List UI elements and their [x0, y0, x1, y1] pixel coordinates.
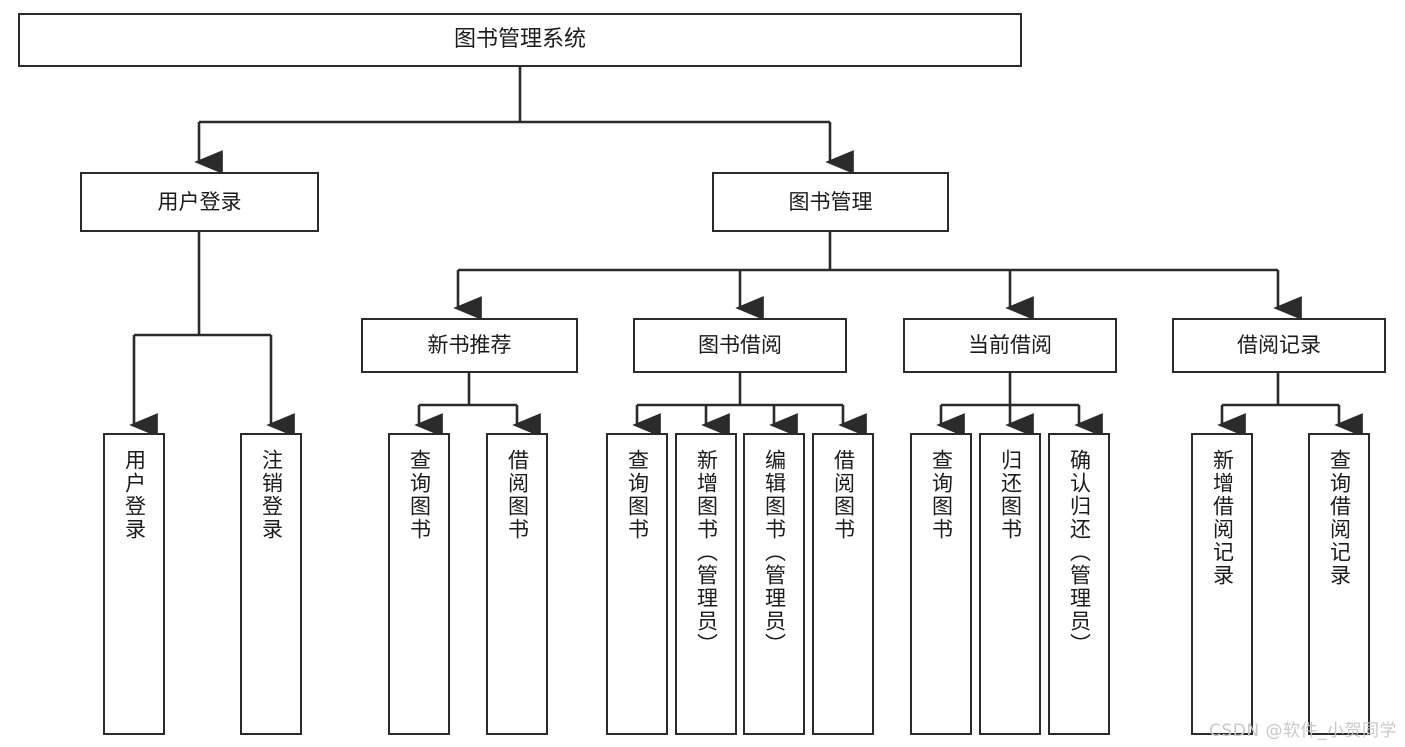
- node-label: 注销登录: [259, 449, 284, 541]
- leaf-confirm-return-admin[interactable]: 确认归还（管理员）: [1048, 433, 1110, 735]
- node-label: 查询借阅记录: [1327, 449, 1352, 587]
- node-label: 编辑图书（管理员）: [762, 449, 787, 656]
- leaf-user-login[interactable]: 用户登录: [103, 433, 165, 735]
- node-label: 新增图书（管理员）: [694, 449, 719, 656]
- leaf-borrow-book-borrow[interactable]: 借阅图书: [812, 433, 874, 735]
- leaf-add-book-admin[interactable]: 新增图书（管理员）: [675, 433, 737, 735]
- node-label: 用户登录: [122, 449, 147, 541]
- leaf-query-borrow-record[interactable]: 查询借阅记录: [1308, 433, 1370, 735]
- node-current-borrow[interactable]: 当前借阅: [903, 318, 1117, 373]
- node-label: 借阅记录: [1237, 333, 1321, 358]
- leaf-logout-login[interactable]: 注销登录: [240, 433, 302, 735]
- node-book-manage[interactable]: 图书管理: [712, 172, 949, 232]
- leaf-edit-book-admin[interactable]: 编辑图书（管理员）: [743, 433, 805, 735]
- node-borrow-record[interactable]: 借阅记录: [1172, 318, 1386, 373]
- node-book-borrow[interactable]: 图书借阅: [633, 318, 847, 373]
- node-label: 新增借阅记录: [1210, 449, 1235, 587]
- leaf-query-book-borrow[interactable]: 查询图书: [606, 433, 668, 735]
- node-new-book-recommend[interactable]: 新书推荐: [361, 318, 578, 373]
- node-label: 查询图书: [407, 449, 432, 541]
- node-label: 图书管理: [788, 189, 873, 214]
- node-root-system[interactable]: 图书管理系统: [18, 13, 1022, 67]
- leaf-return-book[interactable]: 归还图书: [979, 433, 1041, 735]
- node-label: 确认归还（管理员）: [1067, 449, 1092, 656]
- node-label: 查询图书: [929, 449, 954, 541]
- leaf-borrow-book-recommend[interactable]: 借阅图书: [486, 433, 548, 735]
- watermark-text: CSDN @软件_小贺同学: [1209, 721, 1397, 741]
- leaf-query-book-current[interactable]: 查询图书: [910, 433, 972, 735]
- node-user-login[interactable]: 用户登录: [80, 172, 319, 232]
- node-label: 用户登录: [157, 189, 242, 214]
- node-label: 查询图书: [625, 449, 650, 541]
- node-label: 图书管理系统: [453, 27, 586, 53]
- leaf-add-borrow-record[interactable]: 新增借阅记录: [1191, 433, 1253, 735]
- node-label: 归还图书: [998, 449, 1023, 541]
- node-label: 当前借阅: [968, 333, 1052, 358]
- node-label: 借阅图书: [505, 449, 530, 541]
- node-label: 借阅图书: [831, 449, 856, 541]
- node-label: 图书借阅: [698, 333, 782, 358]
- leaf-query-book-recommend[interactable]: 查询图书: [388, 433, 450, 735]
- node-label: 新书推荐: [427, 333, 512, 358]
